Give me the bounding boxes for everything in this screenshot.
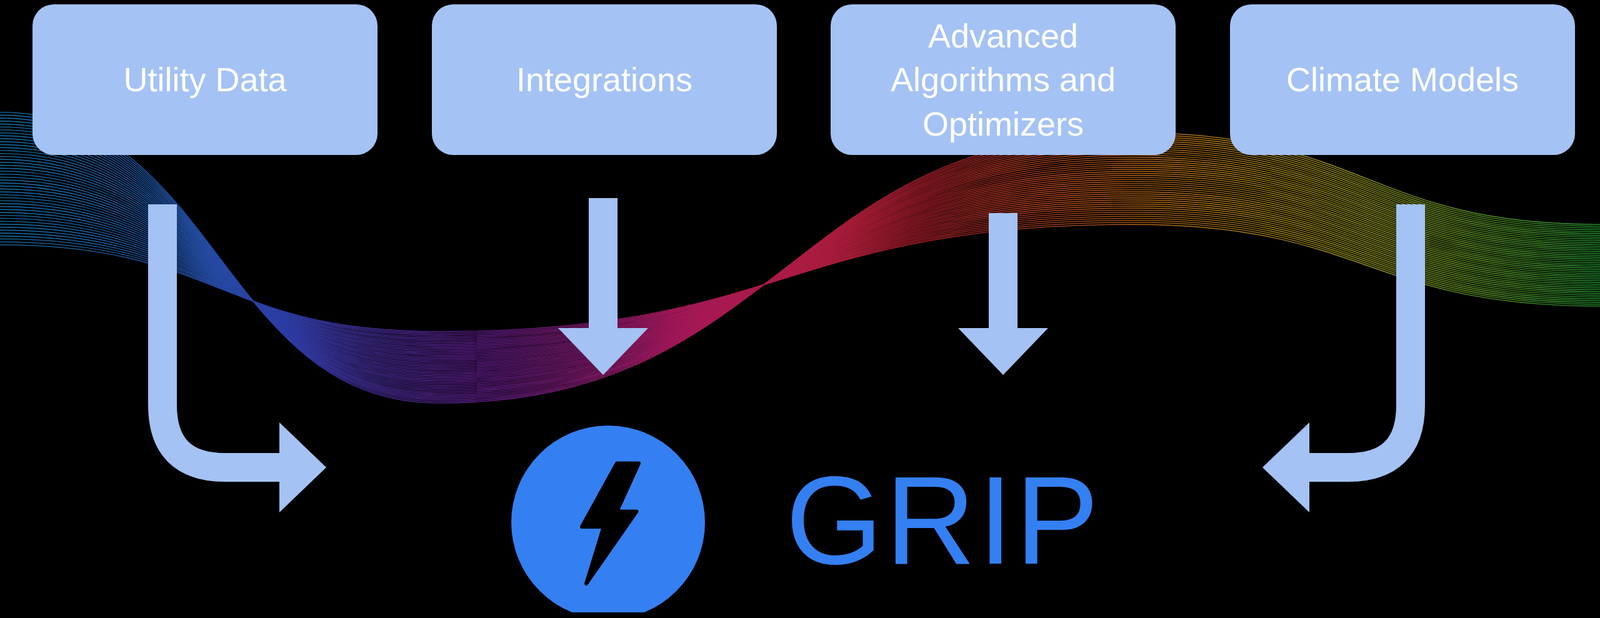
wave-line: [0, 214, 1600, 340]
wave-line: [0, 193, 1600, 356]
box-label: Utility Data: [95, 57, 315, 102]
wave-line: [0, 174, 1600, 370]
lightning-bolt: [581, 463, 639, 585]
wave-line: [0, 195, 1600, 354]
wave-line: [0, 130, 1600, 394]
arrow-head: [958, 328, 1049, 375]
arrow-shaft: [588, 198, 618, 329]
wave-line: [0, 187, 1600, 360]
input-box: Climate Models: [1230, 4, 1575, 155]
arrow-head: [279, 422, 327, 513]
block-arrow: [162, 204, 327, 513]
arrow-head: [1262, 422, 1310, 513]
arrow-head: [558, 328, 649, 375]
wave-line: [0, 138, 1600, 389]
wave-line: [0, 185, 1600, 362]
wave-line: [0, 153, 1600, 382]
wave-line: [0, 222, 1600, 334]
wave-line: [0, 210, 1600, 343]
wave-line: [0, 198, 1600, 353]
wave-line: [0, 156, 1600, 379]
wave-line: [0, 183, 1600, 364]
wave-line: [0, 212, 1600, 342]
wave-line: [0, 181, 1600, 365]
wave-line: [0, 115, 1600, 402]
arrow-shaft: [988, 213, 1018, 329]
logo-node: GRIP: [326, 375, 1263, 613]
wave-line: [0, 144, 1600, 385]
wave-line: [0, 141, 1600, 388]
block-arrow: [958, 213, 1049, 375]
input-box: Integrations: [431, 4, 777, 155]
box-label: Climate Models: [1258, 57, 1547, 102]
wave-line: [0, 216, 1600, 339]
input-box: Utility Data: [32, 4, 378, 155]
wave-line: [0, 126, 1600, 395]
wave-line: [0, 123, 1600, 397]
box-label: Advanced Algorithms and Optimizers: [830, 13, 1176, 146]
wave-line: [0, 220, 1600, 335]
wave-line: [0, 201, 1600, 349]
wave-line: [0, 121, 1600, 399]
box-label: Integrations: [488, 57, 721, 102]
wave-line: [0, 118, 1600, 400]
arrow-shaft: [1309, 204, 1411, 468]
wave-line: [0, 168, 1600, 373]
wave-line: [0, 159, 1600, 378]
wave-line: [0, 218, 1600, 337]
input-box: Advanced Algorithms and Optimizers: [830, 4, 1176, 155]
wave-line: [0, 135, 1600, 390]
block-arrow: [1262, 204, 1411, 513]
wave-line: [0, 112, 1600, 404]
block-arrow: [558, 198, 649, 375]
wave-line: [0, 191, 1600, 357]
wave-line: [0, 200, 1600, 351]
wave-line: [0, 171, 1600, 372]
wave-line: [0, 133, 1600, 393]
wave-line: [0, 224, 1600, 332]
logo-circle: [511, 425, 705, 613]
wave-line: [0, 206, 1600, 347]
wave-line: [0, 208, 1600, 345]
logo-wordmark: GRIP: [785, 458, 1102, 584]
wave-line: [0, 165, 1600, 375]
wave-line: [0, 176, 1600, 369]
wave-line: [0, 179, 1600, 367]
arrow-shaft: [162, 204, 280, 468]
wave-line: [0, 150, 1600, 383]
wave-line: [0, 190, 1600, 359]
wave-line: [0, 204, 1600, 348]
wave-line: [0, 147, 1600, 384]
wave-line: [0, 162, 1600, 377]
